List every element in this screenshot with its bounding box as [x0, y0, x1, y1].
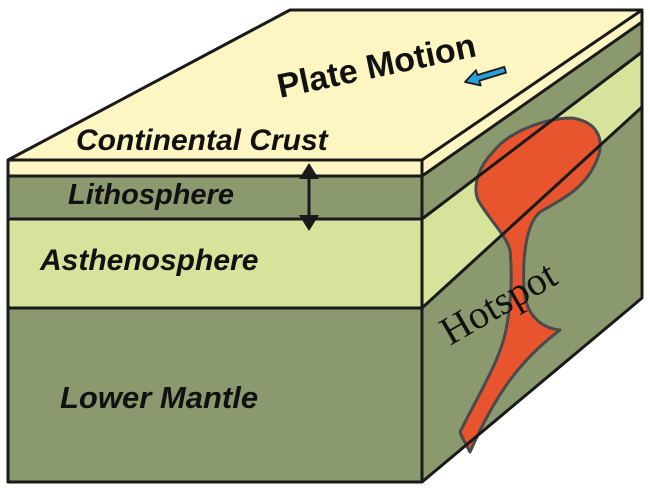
front-crust-layer — [8, 160, 422, 176]
front-lithosphere-layer — [8, 176, 422, 219]
front-asthenosphere-layer — [8, 219, 422, 308]
side-boundary-crust-litho — [421, 20, 643, 178]
front-lower-mantle-layer — [8, 308, 422, 482]
side-boundary-litho-astheno — [421, 50, 643, 221]
side-outline — [421, 10, 644, 484]
lithosphere-thickness-arrow — [299, 163, 319, 231]
lithosphere-label: Lithosphere — [68, 179, 234, 211]
continental-crust-label: Continental Crust — [76, 124, 330, 157]
side-crust-band — [422, 10, 642, 176]
lower-mantle-label: Lower Mantle — [60, 380, 258, 415]
asthenosphere-label: Asthenosphere — [39, 244, 258, 277]
side-boundary-astheno-mantle — [420, 105, 644, 310]
plate-motion-arrow — [464, 65, 507, 87]
hotspot-plume — [458, 116, 602, 454]
